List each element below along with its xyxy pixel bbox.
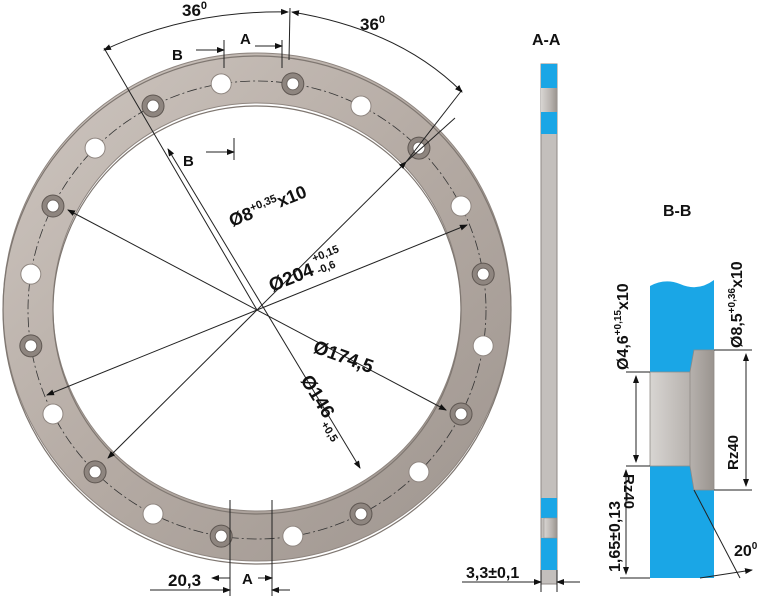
through-hole bbox=[20, 263, 42, 285]
svg-text:Rz40: Rz40 bbox=[725, 435, 742, 470]
ring-view bbox=[2, 52, 512, 565]
counterbore-hole-inner bbox=[412, 141, 426, 155]
dimension-lines bbox=[46, 7, 468, 596]
section-bb-view: B-B Ø4,6+0,15x10 Ø8,5+0,36x10 Rz40 Rz40 … bbox=[607, 203, 758, 579]
section-aa-title: A-A bbox=[532, 32, 561, 49]
counterbore-hole-inner bbox=[88, 465, 102, 479]
section-bb-title: B-B bbox=[663, 203, 691, 220]
width-20-3-label: 20,3 bbox=[168, 571, 201, 590]
section-a-marker-bottom: A bbox=[242, 571, 253, 588]
diameter-174-label: Ø174,5 bbox=[310, 337, 376, 378]
svg-text:Ø8,5+0,36x10: Ø8,5+0,36x10 bbox=[727, 261, 746, 348]
diameter-146-label: Ø146+0,5 bbox=[292, 372, 350, 445]
angle-20-label: 200 bbox=[734, 541, 758, 560]
hole-85-label: Ø8,5+0,36x10 bbox=[727, 261, 746, 348]
through-hole bbox=[408, 461, 430, 483]
svg-text:Ø8+0,35x10: Ø8+0,35x10 bbox=[226, 181, 309, 230]
section-b-marker-inner: B bbox=[183, 153, 194, 170]
svg-text:Ø4,6+0,15x10: Ø4,6+0,15x10 bbox=[613, 283, 632, 370]
section-aa-view: A-A 3,3±0,1 bbox=[462, 32, 580, 592]
through-hole bbox=[42, 403, 64, 425]
through-hole bbox=[350, 95, 372, 117]
roughness-right-label: Rz40 bbox=[725, 435, 742, 470]
svg-text:Ø174,5: Ø174,5 bbox=[310, 337, 376, 378]
through-hole bbox=[142, 503, 164, 525]
counterbore-hole-inner bbox=[46, 199, 60, 213]
through-hole bbox=[84, 137, 106, 159]
diameter-204-label: Ø204 +0,15 -0,6 bbox=[266, 243, 341, 297]
through-hole bbox=[282, 525, 304, 547]
angle-left-label: 360 bbox=[182, 0, 207, 20]
hole-diameter-label: Ø8+0,35x10 bbox=[226, 181, 309, 230]
svg-text:Ø146+0,5: Ø146+0,5 bbox=[292, 372, 350, 445]
ring-body bbox=[2, 52, 512, 562]
thickness-label: 3,3±0,1 bbox=[466, 565, 519, 582]
through-hole bbox=[472, 335, 494, 357]
section-a-marker-top: A bbox=[240, 31, 251, 48]
depth-label: 1,65±0,13 bbox=[607, 501, 624, 572]
hole-46-label: Ø4,6+0,15x10 bbox=[613, 283, 632, 370]
counterbore-hole-inner bbox=[286, 77, 300, 91]
counterbore-hole-inner bbox=[214, 529, 228, 543]
pitch-circle bbox=[27, 80, 487, 540]
counterbore-hole-inner bbox=[146, 99, 160, 113]
through-hole bbox=[450, 195, 472, 217]
svg-text:Ø204: Ø204 bbox=[266, 260, 317, 297]
counterbore-hole-inner bbox=[454, 407, 468, 421]
counterbore-hole-inner bbox=[476, 267, 490, 281]
counterbore-hole-inner bbox=[24, 339, 38, 353]
outer-edge bbox=[2, 55, 512, 565]
through-hole bbox=[210, 73, 232, 95]
svg-text:1,65±0,13: 1,65±0,13 bbox=[607, 501, 624, 572]
roughness-left-label: Rz40 bbox=[620, 474, 637, 509]
svg-text:Rz40: Rz40 bbox=[620, 474, 637, 509]
section-b-marker-top: B bbox=[172, 47, 183, 64]
counterbore-hole-inner bbox=[354, 507, 368, 521]
angle-right-label: 360 bbox=[360, 14, 385, 34]
